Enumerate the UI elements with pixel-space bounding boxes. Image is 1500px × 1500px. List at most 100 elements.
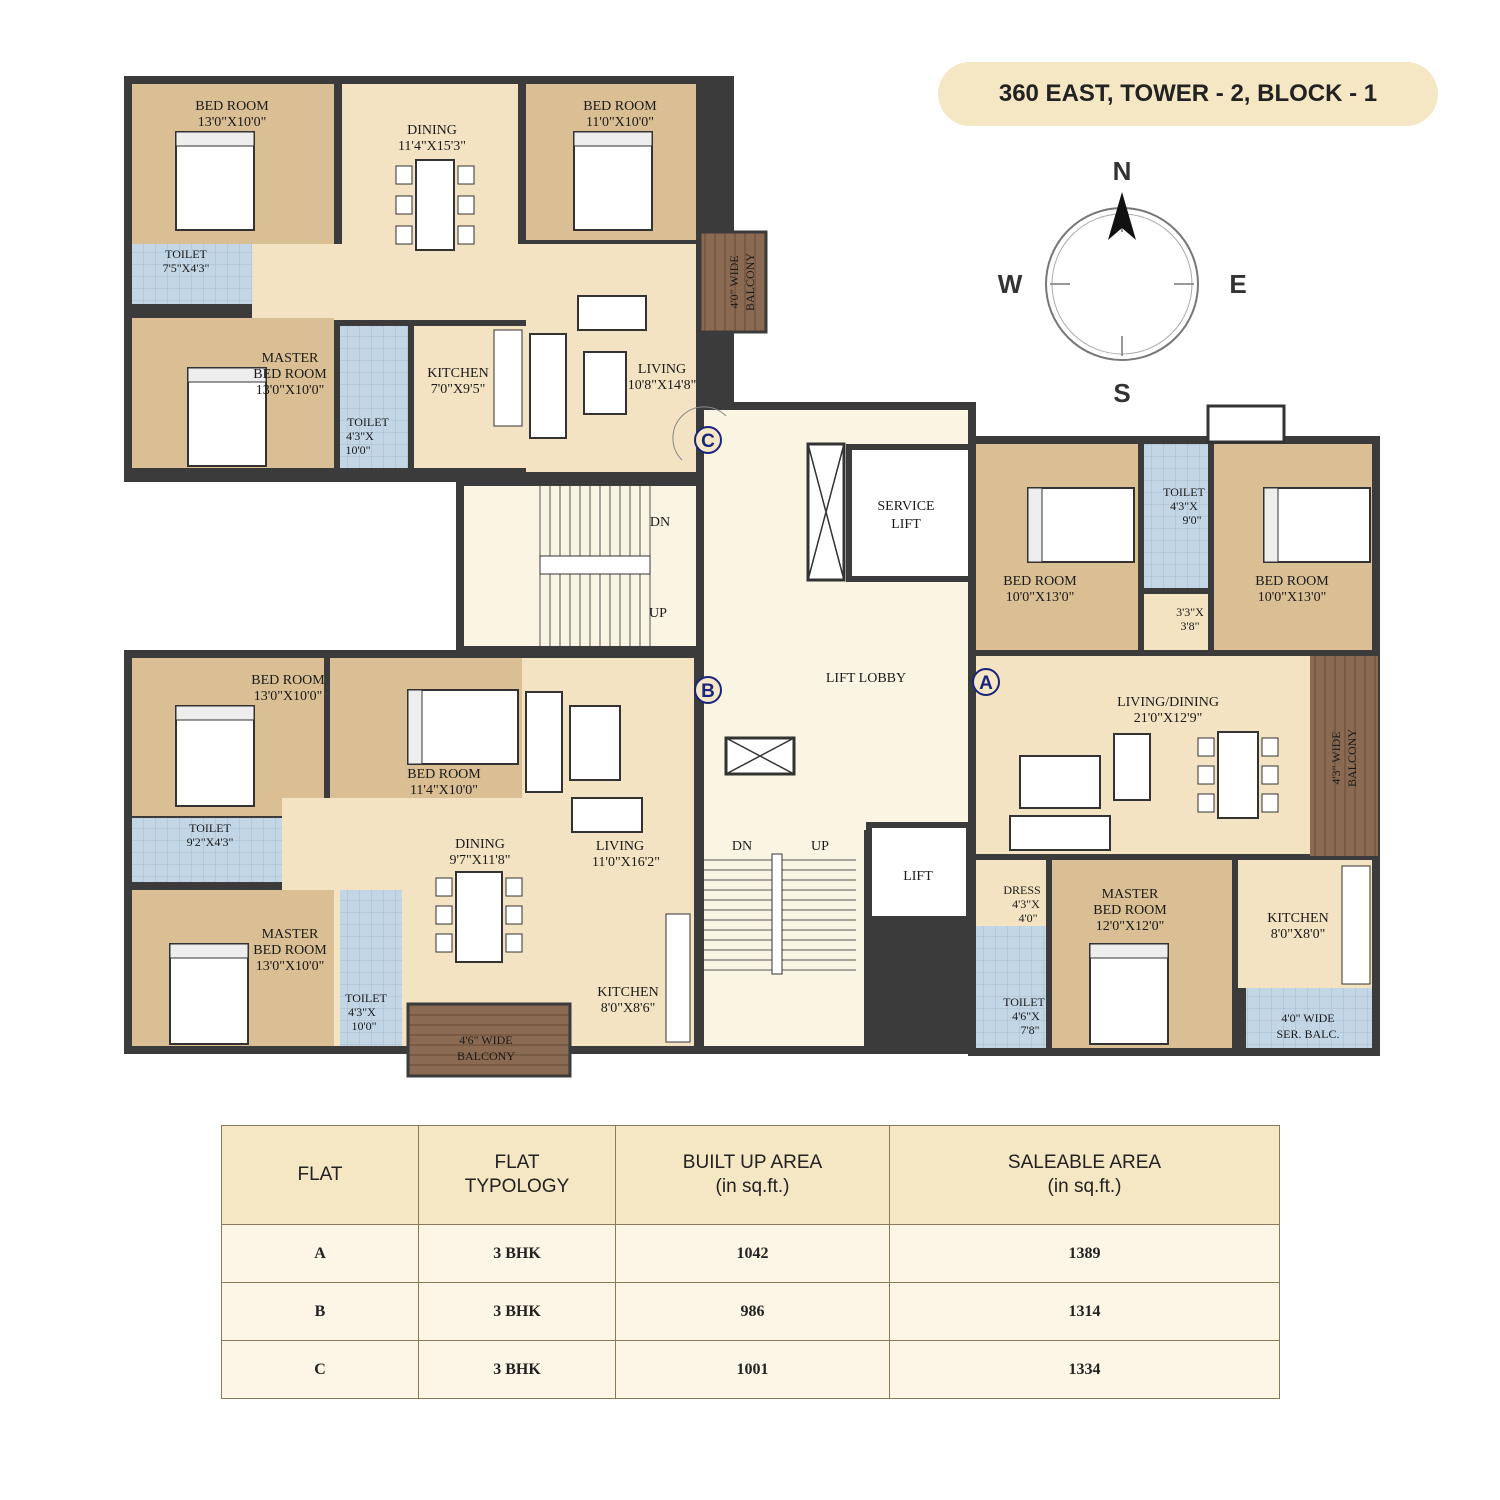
- cell-typology: 3 BHK: [418, 1340, 616, 1399]
- cell-built-up: 986: [615, 1282, 890, 1341]
- b-bedroom-2-size: 11'4"X10'0": [410, 783, 478, 798]
- b-toilet-1-size: 9'2"X4'3": [187, 835, 234, 849]
- c-kitchen-label: KITCHEN: [427, 366, 488, 381]
- a-toilet-2-label: TOILET: [1003, 995, 1045, 1009]
- a-bed-1: [1027, 487, 1135, 563]
- c-bedroom-2-label: BED ROOM: [583, 99, 657, 114]
- lift: [872, 828, 966, 916]
- c-balcony-label-2: BALCONY: [743, 253, 757, 311]
- flat-marker-b: B: [694, 676, 722, 704]
- b-bedroom-1-size: 13'0"X10'0": [254, 689, 323, 704]
- c-sofa-set: [529, 295, 647, 439]
- table-row: A 3 BHK 1042 1389: [221, 1224, 1280, 1283]
- a-dress: [976, 860, 1046, 926]
- stair-bottom-treads: [704, 853, 856, 975]
- table-row: C 3 BHK 1001 1334: [221, 1340, 1280, 1399]
- cell-saleable: 1334: [889, 1340, 1280, 1399]
- cell-built-up: 1001: [615, 1340, 890, 1399]
- flat-marker-a-label: A: [979, 673, 993, 694]
- c-toilet-1-size: 7'5"X4'3": [163, 261, 210, 275]
- b-bedroom-1-label: BED ROOM: [251, 673, 325, 688]
- c-living-label: LIVING: [638, 362, 686, 377]
- compass: N S E W: [998, 156, 1247, 408]
- a-toilet-2-size-1: 4'6"X: [1012, 1009, 1040, 1023]
- a-master-size: 12'0"X12'0": [1096, 919, 1165, 934]
- a-sofa-set: [1009, 733, 1151, 851]
- c-toilet-1: [132, 244, 252, 304]
- cell-flat: C: [221, 1340, 419, 1399]
- b-toilet-2-size-2: 10'0": [351, 1019, 376, 1033]
- header-saleable: SALEABLE AREA(in sq.ft.): [889, 1125, 1280, 1225]
- a-toilet-1-label: TOILET: [1163, 485, 1205, 499]
- a-ser-balcony-label-2: SER. BALC.: [1276, 1027, 1339, 1041]
- a-master-label-2: BED ROOM: [1093, 903, 1167, 918]
- c-toilet-2-size-2: 10'0": [345, 443, 370, 457]
- c-bed-2: [573, 131, 653, 231]
- b-bed-1: [175, 705, 255, 807]
- b-master-label-1: MASTER: [262, 927, 319, 942]
- lift-lobby-label: LIFT LOBBY: [826, 671, 906, 686]
- b-toilet-2-label: TOILET: [345, 991, 387, 1005]
- flat-marker-b-label: B: [701, 681, 715, 702]
- b-sofa-set: [525, 691, 643, 833]
- stair-top-treads: [539, 486, 651, 646]
- b-living-size: 11'0"X16'2": [592, 855, 660, 870]
- a-living-label: LIVING/DINING: [1117, 695, 1219, 710]
- cell-typology: 3 BHK: [418, 1224, 616, 1283]
- b-kitchen-counter: [665, 913, 691, 1043]
- a-store-size-1: 3'3"X: [1176, 605, 1204, 619]
- a-living-size: 21'0"X12'9": [1134, 711, 1203, 726]
- service-lift-label-2: LIFT: [891, 517, 921, 532]
- a-kitchen-size: 8'0"X8'0": [1271, 927, 1326, 942]
- c-dining-size: 11'4"X15'3": [398, 139, 466, 154]
- c-living-size: 10'8"X14'8": [628, 378, 697, 393]
- a-balcony: [1310, 656, 1378, 856]
- cell-saleable: 1314: [889, 1282, 1280, 1341]
- plan-title: 360 EAST, TOWER - 2, BLOCK - 1: [938, 62, 1438, 126]
- c-kitchen-counter: [493, 329, 523, 427]
- a-bed-master: [1089, 943, 1169, 1045]
- a-ser-balcony: [1246, 988, 1372, 1048]
- a-toilet-2: [976, 926, 1046, 1048]
- b-kitchen-label: KITCHEN: [597, 985, 658, 1000]
- cell-flat: B: [221, 1282, 419, 1341]
- cell-saleable: 1389: [889, 1224, 1280, 1283]
- a-toilet-1-size-2: 9'0": [1182, 513, 1201, 527]
- c-bedroom-1-label: BED ROOM: [195, 99, 269, 114]
- b-master-size: 13'0"X10'0": [256, 959, 325, 974]
- a-bedroom-1-label: BED ROOM: [1003, 574, 1077, 589]
- c-bedroom-1-size: 13'0"X10'0": [198, 115, 267, 130]
- c-toilet-2: [340, 326, 408, 468]
- a-toilet-1: [1144, 444, 1208, 588]
- a-bedroom-2-label: BED ROOM: [1255, 574, 1329, 589]
- c-dining-table: [395, 159, 475, 251]
- b-bedroom-2-label: BED ROOM: [407, 767, 481, 782]
- b-dining-label: DINING: [455, 837, 505, 852]
- b-living-label: LIVING: [596, 839, 644, 854]
- header-flat: FLAT: [221, 1125, 419, 1225]
- b-balcony-label-1: 4'6" WIDE: [459, 1033, 512, 1047]
- compass-e: E: [1229, 269, 1246, 299]
